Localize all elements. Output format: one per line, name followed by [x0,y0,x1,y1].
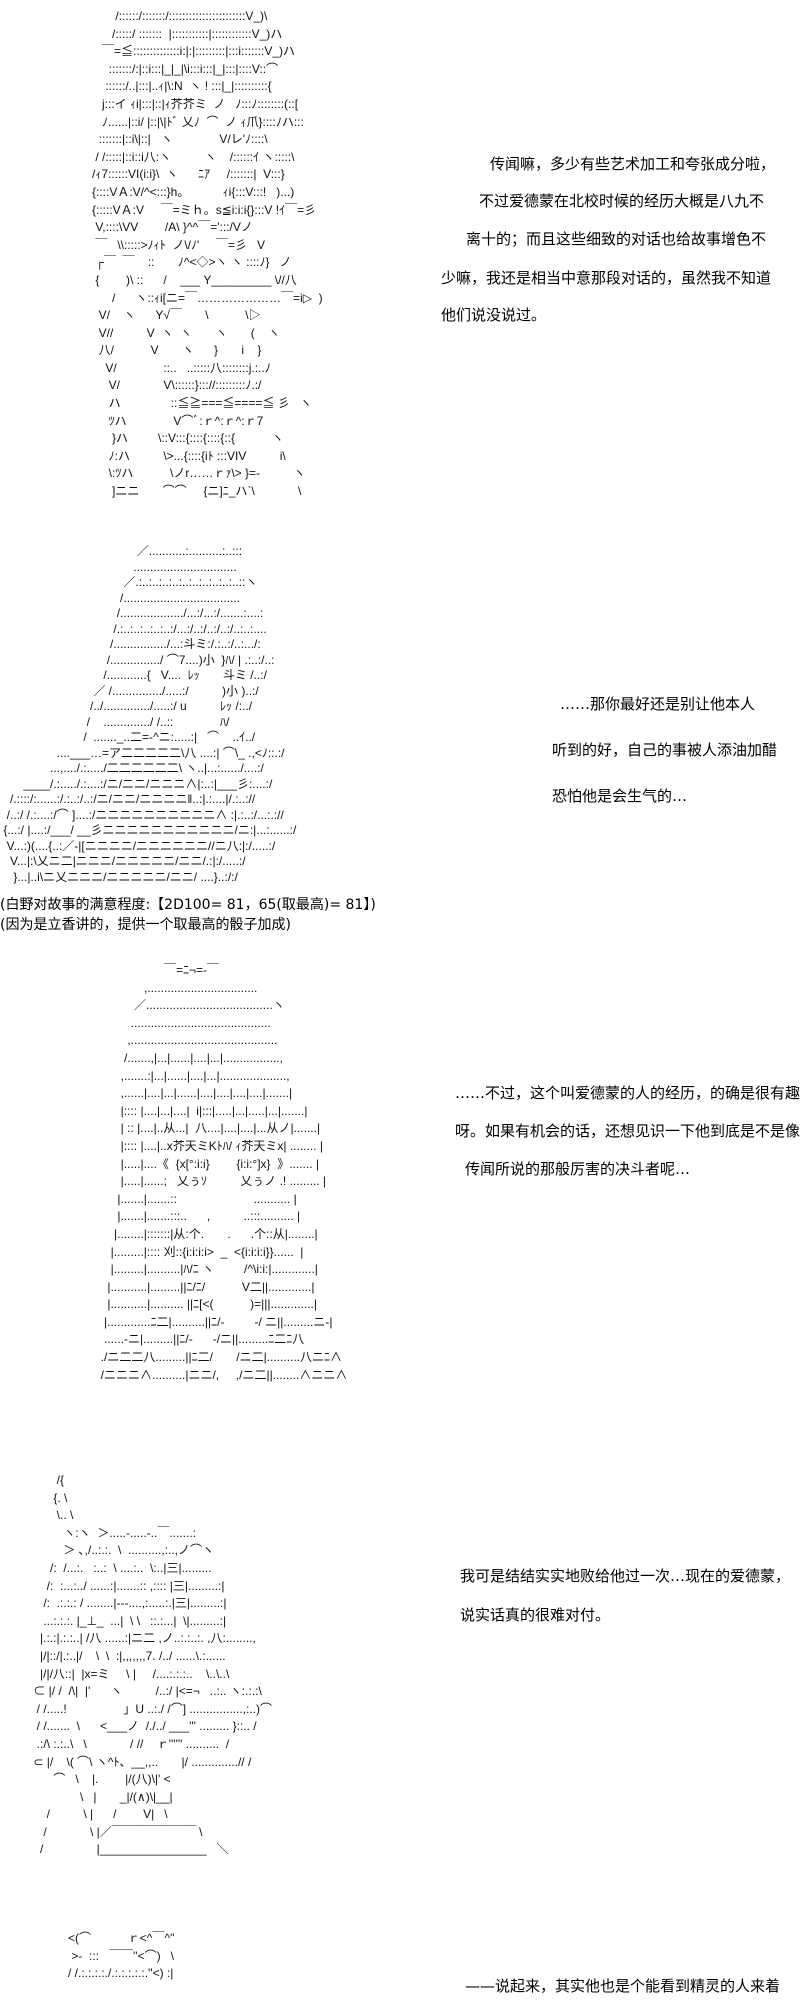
dice-result-note: (白野对故事的满意程度:【2D100= 81，65(取最高)= 81】) [0,897,376,913]
ascii-art-panel-1: /::::::/:::::::/:::::::::::::::::::::::V… [92,9,323,499]
ascii-art-panel-5: <(⌒ ｒ<^￣^'' >- ::: ￣￣''<⌒) \ / /.:.:.:.:… [68,1931,175,1981]
ascii-art-panel-3: ￣=ﾆ¬=-￣ ,...............................… [100,963,348,1382]
dialogue-line: 呀。如果有机会的话，还想见识一下他到底是不是像 [455,1122,800,1140]
dialogue-line: 我可是结结实实地败给他过一次…现在的爱德蒙， [460,1567,791,1585]
dialogue-line: 恐怕他是会生气的… [552,787,688,805]
dialogue-line: 说实话真的很难对付。 [460,1606,611,1624]
dialogue-line: 传闻所说的那般厉害的决斗者呢… [465,1160,691,1178]
dialogue-line: ——说起来，其实他也是个能看到精灵的人来着 [465,1977,781,1995]
dialogue-line: ……不过，这个叫爱德蒙的人的经历，的确是很有趣 [455,1084,800,1102]
dialogue-line: 他们说没说过。 [441,306,547,324]
dialogue-line: 不过爱德蒙在北校时候的经历大概是八九不 [479,192,765,210]
dialogue-line: 听到的好，自己的事被人添油加醋 [552,741,778,759]
dialogue-line: 传闻嘛，多少有些艺术加工和夸张成分啦， [490,155,776,173]
dialogue-line: 少嘛，我还是相当中意那段对话的，虽然我不知道 [441,269,772,287]
ascii-art-panel-4: /{ {. \ \.. \ ヽ:ヽ ＞.....-.....-..￣......… [33,1473,273,1857]
dice-bonus-note: (因为是立香讲的，提供一个取最高的骰子加成) [0,917,291,933]
dialogue-line: 离十的；而且这些细致的对话也给故事增色不 [466,230,767,248]
ascii-art-panel-2: ／...........:..........:..::: ..........… [3,544,297,884]
dialogue-line: ……那你最好还是别让他本人 [560,695,756,713]
